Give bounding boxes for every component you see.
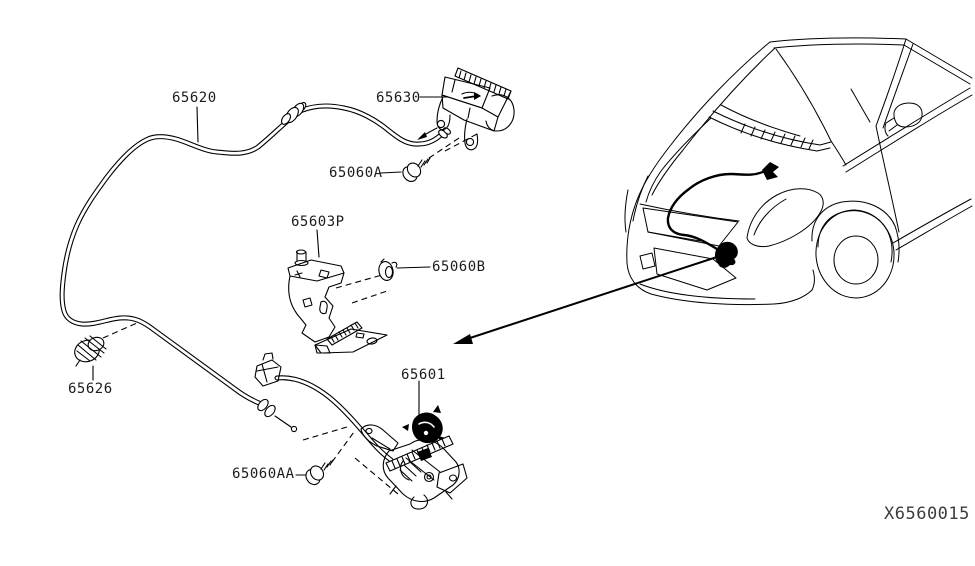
hood-lock-assembly-drawing: [360, 405, 468, 510]
vehicle-illustration: [624, 37, 973, 306]
location-pointer-arrow: [453, 254, 724, 344]
part-label-65620[interactable]: 65620: [172, 90, 217, 106]
lock-cable-drawing: [254, 352, 394, 463]
part-label-65060AA[interactable]: 65060AA: [232, 466, 295, 482]
grommet-65060B-drawing: [378, 258, 398, 281]
label-leader-lines: [92, 96, 449, 476]
release-handle-drawing: [436, 67, 515, 151]
diagram-code: X6560015: [884, 504, 970, 524]
part-label-65626[interactable]: 65626: [68, 381, 113, 397]
part-label-65060B[interactable]: 65060B: [432, 259, 486, 275]
bracket-65603P-drawing: [287, 249, 388, 354]
part-label-65603P[interactable]: 65603P: [291, 214, 345, 230]
clip-65626-drawing: [74, 335, 107, 367]
cable-grommet-drawing: [280, 102, 307, 125]
part-label-65601[interactable]: 65601: [401, 367, 446, 383]
cable-connector-drawing: [254, 352, 282, 387]
hood-release-cable-drawing: [59, 102, 451, 433]
bolt-65060A-drawing: [402, 157, 431, 183]
part-label-65060A[interactable]: 65060A: [329, 165, 383, 181]
assembly-dashed-lines: [102, 133, 478, 495]
part-label-65630[interactable]: 65630: [376, 90, 421, 106]
bolt-65060AA-drawing: [305, 459, 334, 486]
cable-ferrule-drawing: [257, 398, 298, 433]
